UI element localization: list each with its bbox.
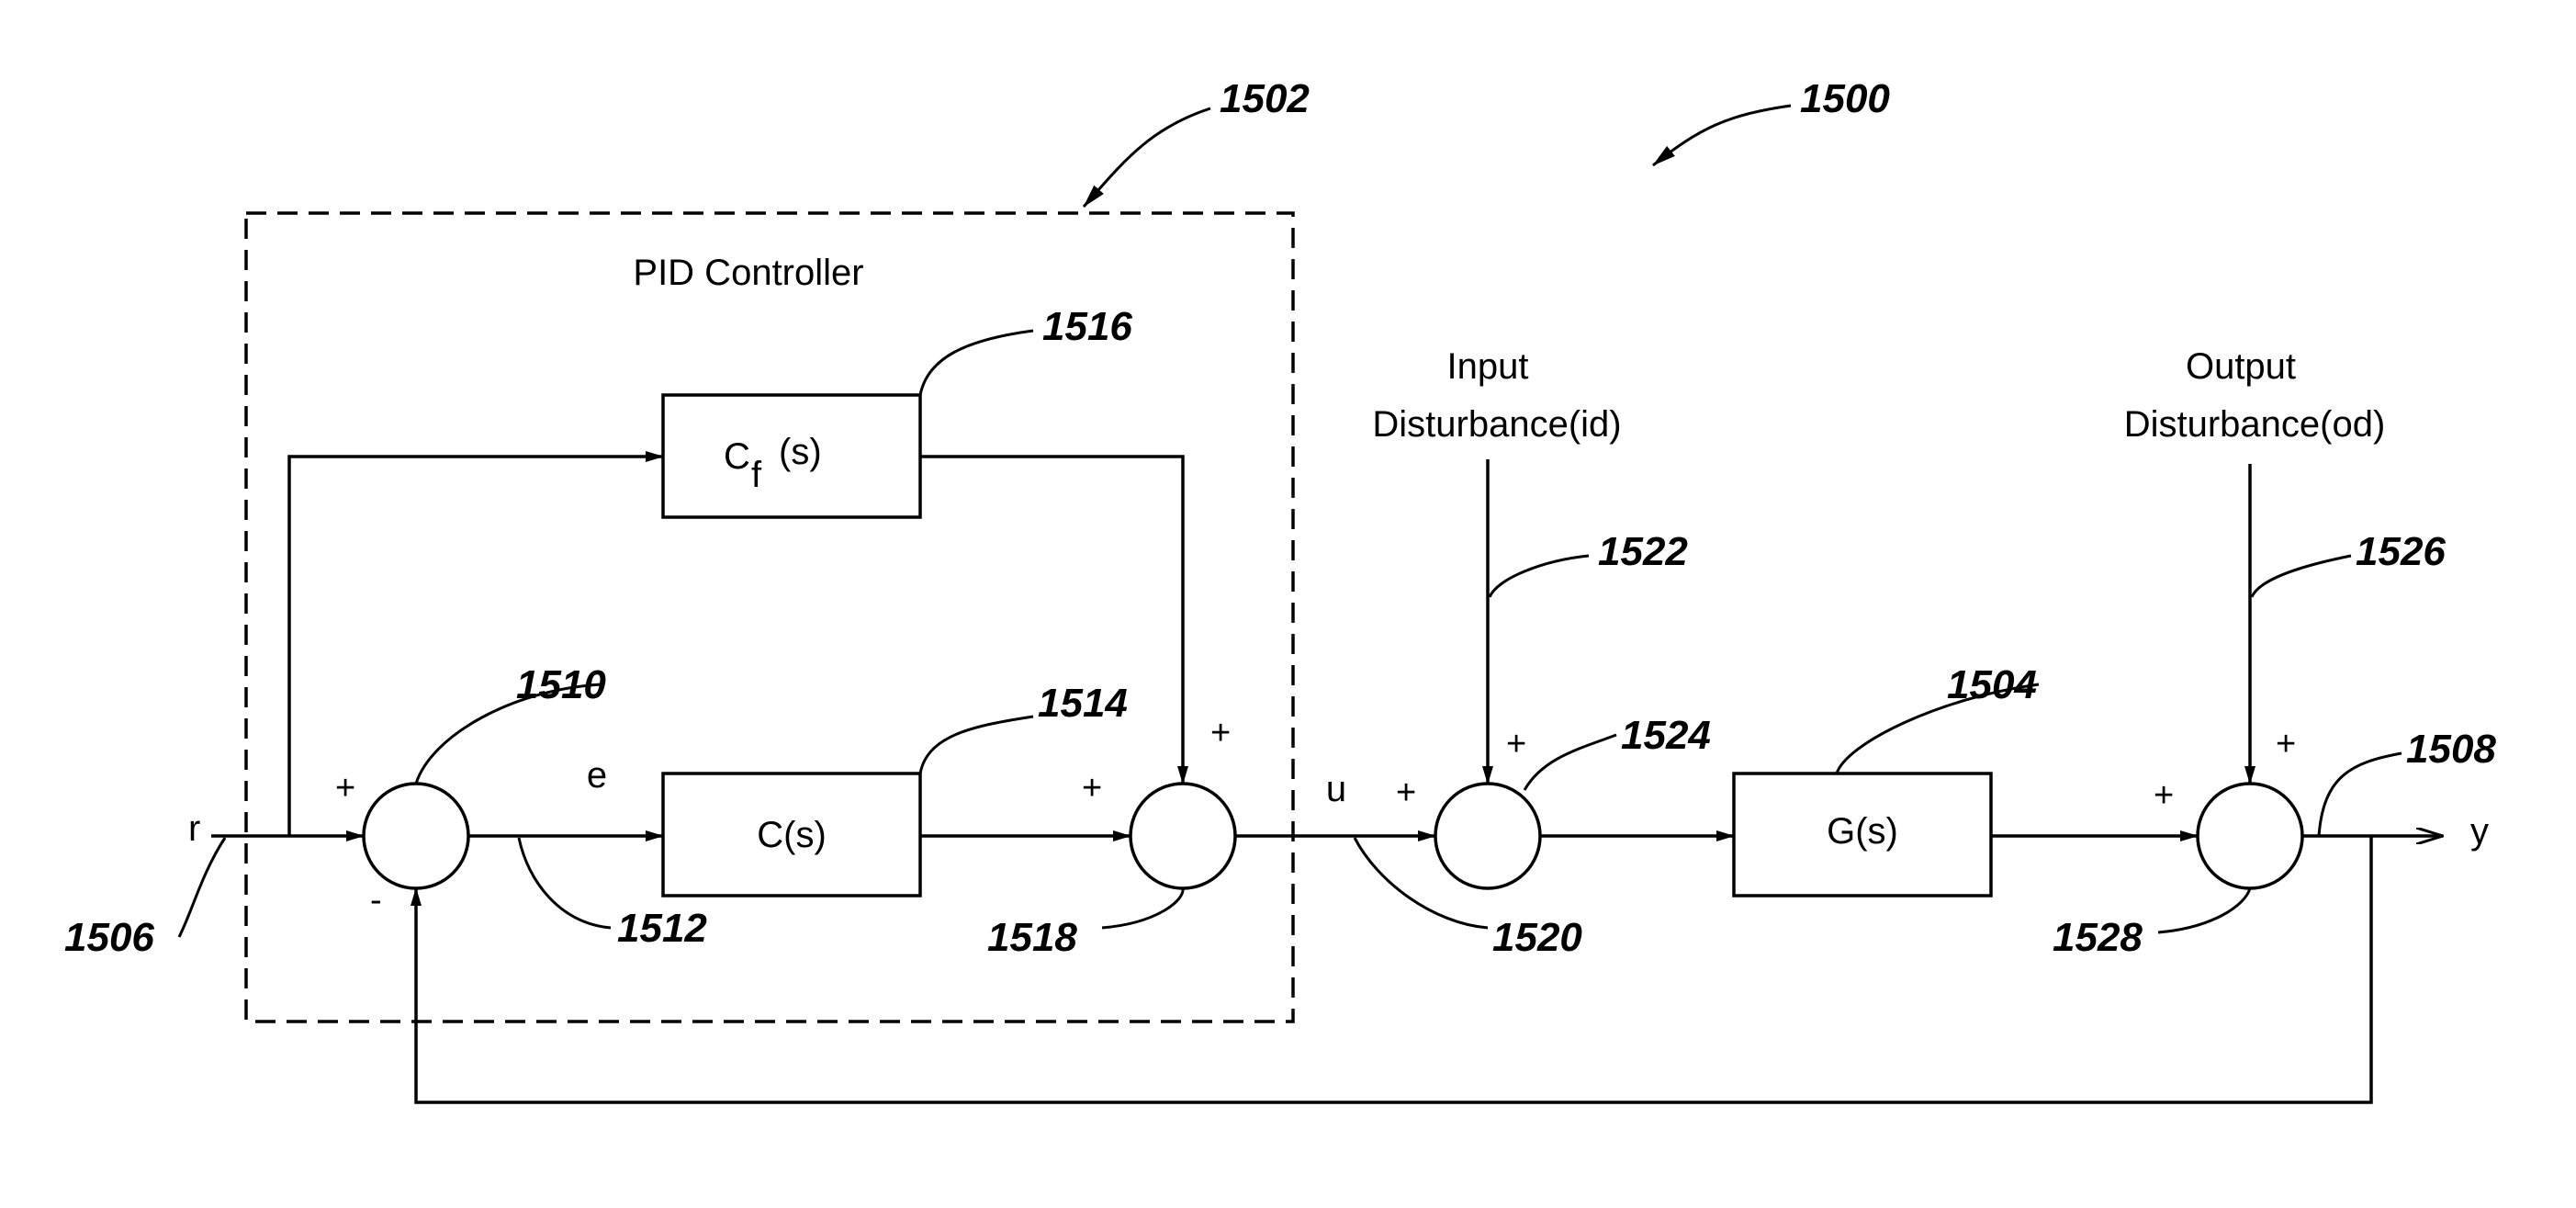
ref-1504: 1504 [1947,662,2037,707]
pid-controller-label: PID Controller [633,253,863,293]
input-disturbance-label-line2: Disturbance(id) [1372,404,1621,445]
ref-1518: 1518 [987,915,1077,960]
g-block-label: G(s) [1827,811,1898,852]
cf-block-label: C [724,436,750,477]
input-disturbance-label-line1: Input [1447,346,1529,387]
ref-1520: 1520 [1492,915,1582,960]
ref-1506: 1506 [64,915,154,960]
sum2-plus-left-sign: + [1082,769,1102,807]
sum4-plus-left-sign: + [2154,776,2174,815]
ref-1502: 1502 [1220,76,1310,121]
signal-r: r [188,808,200,849]
c-block-label: C(s) [757,815,827,855]
sum4-plus-top-sign: + [2276,725,2296,763]
ref-1524: 1524 [1621,713,1711,758]
sum3-plus-left-sign: + [1396,773,1416,812]
ref-1526: 1526 [2356,529,2446,574]
output-disturbance-label-line1: Output [2186,346,2296,387]
output-disturbance-label-line2: Disturbance(od) [2124,404,2386,445]
ref-1528: 1528 [2053,915,2143,960]
ref-1516: 1516 [1042,304,1132,349]
signal-e: e [587,755,607,796]
ref-1514: 1514 [1038,681,1128,726]
sum3-plus-top-sign: + [1506,725,1526,763]
cf-block-subscript: f [751,455,762,495]
cf-block-argument: (s) [779,432,822,472]
sum-junction-1524 [1435,784,1540,888]
ref-1522: 1522 [1598,529,1688,574]
ref-1508: 1508 [2406,727,2496,772]
ref-1500: 1500 [1800,76,1890,121]
sum-junction-1510 [364,784,468,888]
pid-controller-boundary [246,213,1293,1022]
ref-1512: 1512 [617,906,707,951]
sum-junction-1518 [1131,784,1235,888]
ref-1510: 1510 [516,662,606,707]
sum2-plus-top-sign: + [1210,714,1231,752]
signal-y: y [2470,811,2489,852]
signal-u: u [1326,769,1346,809]
sum1-plus-sign: + [335,769,355,807]
reference-leader-lines [179,106,2402,937]
sum-junction-1528 [2198,784,2302,888]
sum1-minus-sign: - [370,881,382,920]
